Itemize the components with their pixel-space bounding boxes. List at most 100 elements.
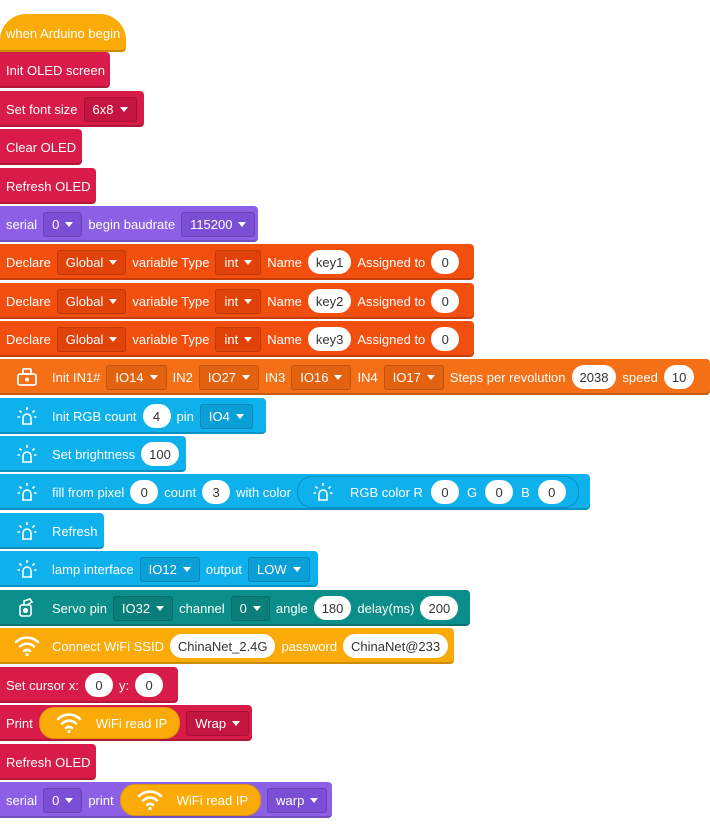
dropdown-value: IO27 (207, 369, 237, 385)
init-rgb-block[interactable]: Init RGB count 4 pin IO4 (0, 398, 266, 434)
led-light-icon (14, 556, 40, 582)
type-dropdown[interactable]: int (215, 326, 262, 352)
in1-dropdown[interactable]: IO14 (106, 364, 167, 390)
blue-input[interactable]: 0 (537, 480, 566, 504)
serial-print-block[interactable]: serial 0 print WiFi read IP warp (0, 782, 332, 818)
scope-dropdown[interactable]: Global (56, 249, 127, 275)
led-light-icon (14, 403, 40, 429)
block-text: Name (267, 293, 302, 309)
clear-oled-block[interactable]: Clear OLED (0, 129, 82, 165)
scope-dropdown[interactable]: Global (56, 288, 127, 314)
rgb-pin-dropdown[interactable]: IO4 (199, 403, 253, 429)
serial-begin-block[interactable]: serial 0 begin baudrate 115200 (0, 206, 258, 242)
in4-dropdown[interactable]: IO17 (383, 364, 444, 390)
initial-value-input[interactable]: 0 (431, 250, 460, 274)
baudrate-dropdown[interactable]: 115200 (181, 211, 256, 237)
connect-wifi-block[interactable]: Connect WiFi SSID ChinaNet_2.4G password… (0, 628, 454, 664)
servo-icon (14, 595, 40, 621)
block-label: Set brightness (52, 446, 136, 462)
dropdown-value: warp (276, 792, 305, 808)
block-label: Refresh OLED (6, 178, 91, 194)
from-pixel-input[interactable]: 0 (130, 480, 159, 504)
serial-port-dropdown[interactable]: 0 (43, 787, 83, 813)
output-level-dropdown[interactable]: LOW (248, 556, 310, 582)
type-dropdown[interactable]: int (215, 249, 262, 275)
set-brightness-block[interactable]: Set brightness 100 (0, 436, 186, 472)
serial-port-dropdown[interactable]: 0 (43, 211, 83, 237)
block-text: variable Type (132, 293, 210, 309)
variable-name-input[interactable]: key3 (307, 327, 352, 351)
block-label: Init IN1# (52, 369, 101, 385)
block-text: count (164, 484, 197, 500)
block-text: Assigned to (357, 293, 426, 309)
pixel-count-input[interactable]: 3 (202, 480, 231, 504)
wifi-icon (56, 710, 82, 736)
initial-value-input[interactable]: 0 (431, 327, 460, 351)
servo-block[interactable]: Servo pin IO32 channel 0 angle 180 delay… (0, 590, 470, 626)
wifi-read-ip-reporter[interactable]: WiFi read IP (38, 707, 181, 739)
wifi-icon (137, 787, 163, 813)
reporter-label: WiFi read IP (176, 792, 249, 808)
refresh-oled-block[interactable]: Refresh OLED (0, 744, 96, 780)
wrap-mode-dropdown[interactable]: Wrap (186, 710, 250, 736)
speed-input[interactable]: 10 (663, 365, 695, 389)
oled-print-block[interactable]: Print WiFi read IP Wrap (0, 705, 252, 741)
servo-pin-dropdown[interactable]: IO32 (112, 595, 174, 621)
cursor-y-input[interactable]: 0 (135, 673, 164, 697)
block-text: Assigned to (357, 331, 426, 347)
refresh-oled-block[interactable]: Refresh OLED (0, 168, 96, 204)
caret-down-icon (232, 720, 241, 726)
print-mode-dropdown[interactable]: warp (267, 787, 328, 813)
angle-input[interactable]: 180 (313, 596, 352, 620)
variable-name-input[interactable]: key2 (307, 289, 352, 313)
dropdown-value: Global (65, 293, 104, 309)
steps-input[interactable]: 2038 (571, 365, 617, 389)
stepper-motor-icon (14, 364, 40, 390)
block-label: lamp interface (52, 561, 134, 577)
red-input[interactable]: 0 (430, 480, 459, 504)
block-label: serial (6, 216, 38, 232)
wifi-read-ip-reporter[interactable]: WiFi read IP (119, 784, 262, 816)
led-light-icon (14, 441, 40, 467)
cursor-x-input[interactable]: 0 (84, 673, 113, 697)
init-stepper-block[interactable]: Init IN1# IO14 IN2 IO27 IN3 IO16 IN4 IO1… (0, 359, 710, 395)
set-cursor-block[interactable]: Set cursor x: 0 y: 0 (0, 667, 178, 703)
led-light-icon (14, 518, 40, 544)
init-oled-block[interactable]: Init OLED screen (0, 52, 110, 88)
rgb-refresh-block[interactable]: Refresh (0, 513, 104, 549)
lamp-pin-dropdown[interactable]: IO12 (139, 556, 200, 582)
block-label: serial (6, 792, 38, 808)
declare-variable-block[interactable]: Declare Global variable Type int Name ke… (0, 244, 474, 280)
block-text: with color (236, 484, 291, 500)
ssid-input[interactable]: ChinaNet_2.4G (169, 634, 276, 658)
scope-dropdown[interactable]: Global (56, 326, 127, 352)
in2-dropdown[interactable]: IO27 (198, 364, 260, 390)
caret-down-icon (426, 374, 435, 380)
dropdown-value: Global (65, 254, 104, 270)
password-input[interactable]: ChinaNet@233 (343, 634, 448, 658)
lamp-interface-block[interactable]: lamp interface IO12 output LOW (0, 551, 318, 587)
block-label: fill from pixel (52, 484, 125, 500)
block-text: IN4 (357, 369, 378, 385)
caret-down-icon (242, 374, 251, 380)
led-count-input[interactable]: 4 (142, 404, 171, 428)
green-input[interactable]: 0 (485, 480, 514, 504)
wifi-icon (14, 633, 40, 659)
initial-value-input[interactable]: 0 (431, 289, 460, 313)
declare-variable-block[interactable]: Declare Global variable Type int Name ke… (0, 283, 474, 319)
font-size-dropdown[interactable]: 6x8 (83, 96, 137, 122)
caret-down-icon (109, 336, 118, 342)
delay-input[interactable]: 200 (420, 596, 459, 620)
fill-pixels-block[interactable]: fill from pixel 0 count 3 with color RGB… (0, 474, 590, 510)
set-font-size-block[interactable]: Set font size 6x8 (0, 91, 144, 127)
rgb-color-reporter[interactable]: RGB color R 0 G 0 B 0 (296, 476, 579, 508)
type-dropdown[interactable]: int (215, 288, 262, 314)
caret-down-icon (182, 566, 191, 572)
brightness-input[interactable]: 100 (141, 442, 179, 466)
channel-dropdown[interactable]: 0 (230, 595, 270, 621)
caret-down-icon (244, 259, 253, 265)
in3-dropdown[interactable]: IO16 (291, 364, 352, 390)
variable-name-input[interactable]: key1 (307, 250, 352, 274)
when-arduino-begin-block[interactable]: when Arduino begin (0, 14, 126, 52)
declare-variable-block[interactable]: Declare Global variable Type int Name ke… (0, 321, 474, 357)
